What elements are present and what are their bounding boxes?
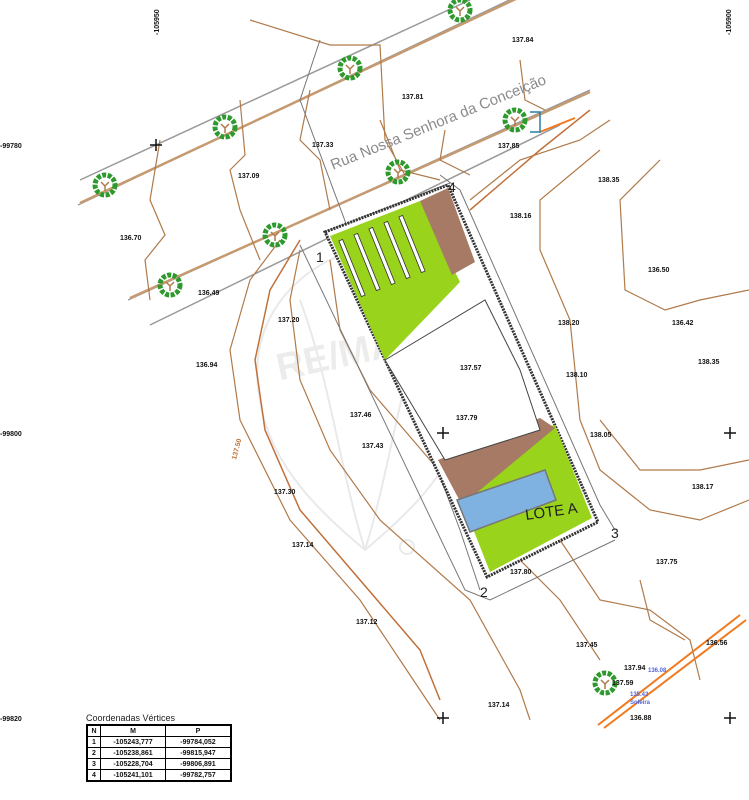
- elevation-labels: 137.84 137.81 137.33 137.85 137.09 138.35 138.…: [120, 37, 728, 722]
- tree-icon: [592, 670, 618, 696]
- cell: 4: [86, 769, 101, 782]
- elevation-label: 137.46: [350, 412, 372, 419]
- elevation-label: 137.20: [278, 317, 300, 324]
- pool: [456, 469, 557, 533]
- cell: -105228,704: [100, 758, 166, 770]
- table-row: 1 -105243,777 -99784,052: [86, 736, 232, 748]
- vertex-2: 2: [480, 584, 488, 600]
- header-m: M: [100, 724, 166, 737]
- elevation-label: 138.05: [590, 432, 612, 439]
- cell: -105241,101: [100, 769, 166, 782]
- header-n: N: [86, 724, 101, 737]
- elevation-label: 137.94: [624, 665, 646, 672]
- vertex-1: 1: [316, 249, 324, 265]
- elevation-label: 136.49: [198, 290, 220, 297]
- elevation-label: 136.94: [196, 362, 218, 369]
- elevation-label: 138.17: [692, 484, 714, 491]
- elevation-label: 137.57: [460, 365, 482, 372]
- contour-137-5: [254, 109, 591, 701]
- elevation-label: 137.30: [274, 489, 296, 496]
- tree-icon: [385, 159, 411, 185]
- elevation-label: 136.88: [630, 715, 652, 722]
- elevation-label: 136.70: [120, 235, 142, 242]
- trees: [92, 0, 618, 696]
- tree-icon: [337, 55, 363, 81]
- dimension-bracket: [530, 111, 541, 133]
- tree-icon: [157, 272, 183, 298]
- elevation-label: 137.84: [512, 37, 534, 44]
- table-row: 2 -105238,861 -99815,947: [86, 747, 232, 759]
- elevation-label: 137.81: [402, 94, 424, 101]
- cell: -99782,757: [165, 769, 232, 782]
- cell: 2: [86, 747, 101, 759]
- house: [384, 299, 541, 461]
- vertex-4: 4: [448, 179, 456, 195]
- elevation-label: 136.42: [672, 320, 694, 327]
- cell: -99784,052: [165, 736, 232, 748]
- table-row: 4 -105241,101 -99782,757: [86, 769, 232, 782]
- cell: -105238,861: [100, 747, 166, 759]
- tree-icon: [502, 107, 528, 133]
- vineyard-rows: [338, 214, 426, 298]
- grid-label-x-1: -105950: [154, 9, 161, 35]
- elevation-label: 137.12: [356, 619, 378, 626]
- tree-icon: [447, 0, 473, 23]
- table-header: N M P: [86, 724, 232, 737]
- elevation-label: 138.16: [510, 213, 532, 220]
- table-row: 3 -105228,704 -99806,891: [86, 758, 232, 770]
- cell: -99815,947: [165, 747, 232, 759]
- cell: 3: [86, 758, 101, 770]
- elevation-label: 138.20: [558, 320, 580, 327]
- header-p: P: [165, 724, 232, 737]
- elevation-label: 137.45: [576, 642, 598, 649]
- coordinates-table: Coordenadas Vértices N M P 1 -105243,777…: [86, 713, 232, 782]
- elevation-label: 137.79: [456, 415, 478, 422]
- pipe-note-3: Soleira: [630, 700, 651, 706]
- elevation-label: 137.09: [238, 173, 260, 180]
- elevation-label: 137.50: [231, 438, 243, 461]
- tree-icon: [262, 222, 288, 248]
- pipe-note-1: 136.08: [648, 668, 667, 674]
- elevation-label: 137.75: [656, 559, 678, 566]
- grid-label-y-1: -99780: [0, 143, 22, 150]
- water-pipe: [539, 117, 747, 729]
- grid-label-x-2: -105900: [726, 9, 733, 35]
- grid-crosses: [150, 139, 736, 724]
- elevation-label: 136.50: [648, 267, 670, 274]
- elevation-label: 137.43: [362, 443, 384, 450]
- elevation-label: 138.10: [566, 372, 588, 379]
- elevation-label: 137.14: [292, 542, 314, 549]
- cell: 1: [86, 736, 101, 748]
- deck-north: [420, 188, 475, 275]
- elevation-label: 137.80: [510, 569, 532, 576]
- elevation-label: 137.14: [488, 702, 510, 709]
- lot-a: [322, 183, 600, 580]
- elevation-label: 138.35: [598, 177, 620, 184]
- elevation-label: 138.35: [698, 359, 720, 366]
- cell: -105243,777: [100, 736, 166, 748]
- tree-icon: [212, 114, 238, 140]
- cell: -99806,891: [165, 758, 232, 770]
- vertex-3: 3: [611, 525, 619, 541]
- pipe-note-2: 135.43: [630, 692, 649, 698]
- elevation-label: 137.59: [612, 680, 634, 687]
- grid-label-y-2: -99800: [0, 431, 22, 438]
- coordinates-table-title: Coordenadas Vértices: [86, 713, 176, 723]
- garden-north: [330, 201, 460, 360]
- elevation-label: 136.56: [706, 640, 728, 647]
- elevation-label: 137.33: [312, 142, 334, 149]
- tree-icon: [92, 172, 118, 198]
- grid-label-y-3: -99820: [0, 716, 22, 723]
- elevation-label: 137.85: [498, 143, 520, 150]
- deck-south: [438, 418, 555, 505]
